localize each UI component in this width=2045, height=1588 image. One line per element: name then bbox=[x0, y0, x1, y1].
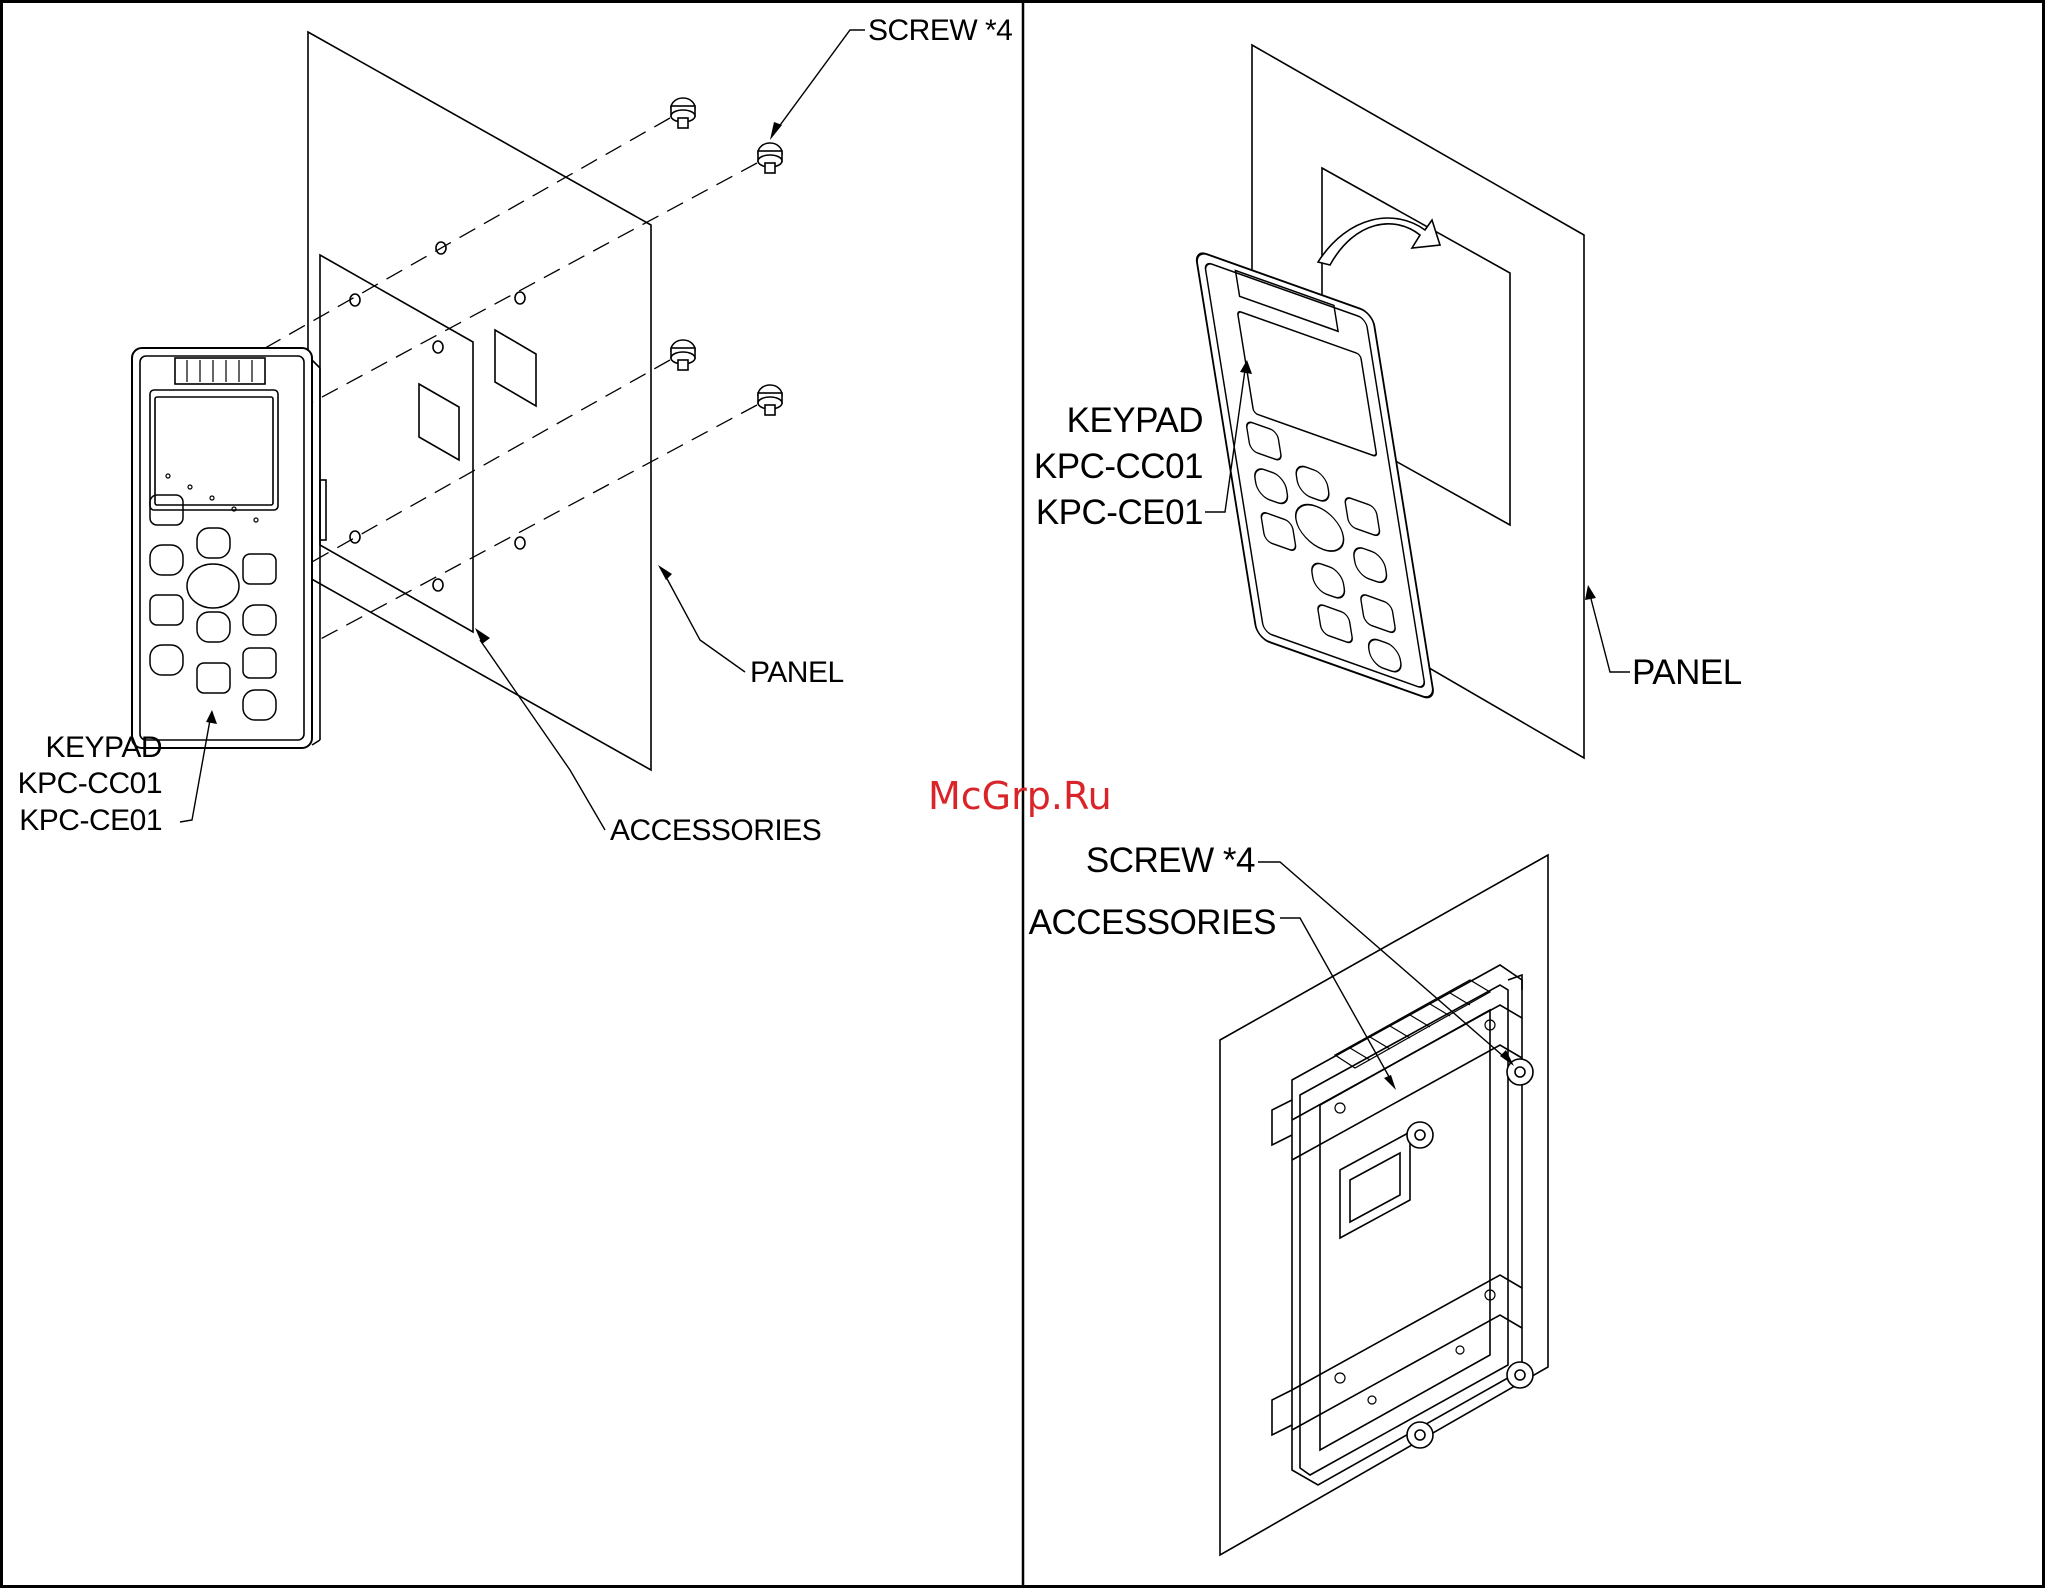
panel-leader bbox=[1590, 595, 1630, 672]
right-bottom-view bbox=[1220, 855, 1548, 1555]
left-accessories-label: ACCESSORIES bbox=[610, 814, 821, 847]
right-keypad-label-1: KEYPAD bbox=[1067, 401, 1203, 440]
left-keypad-label-2: KPC-CC01 bbox=[18, 767, 162, 800]
right-panel-label: PANEL bbox=[1632, 653, 1742, 692]
screw-icon bbox=[671, 98, 782, 415]
right-top-view bbox=[1195, 45, 1630, 758]
right-keypad-label-3: KPC-CE01 bbox=[1036, 493, 1203, 532]
right-accessories-label: ACCESSORIES bbox=[1029, 903, 1276, 942]
left-screw-label: SCREW *4 bbox=[868, 14, 1012, 47]
left-exploded-view bbox=[132, 30, 865, 830]
right-screw-label: SCREW *4 bbox=[1086, 841, 1255, 880]
left-panel-label: PANEL bbox=[750, 656, 844, 689]
right-keypad-label-2: KPC-CC01 bbox=[1034, 447, 1203, 486]
watermark: McGrp.Ru bbox=[928, 774, 1112, 818]
left-keypad-label-3: KPC-CE01 bbox=[19, 804, 162, 837]
keypad-front bbox=[132, 348, 326, 748]
arrowhead bbox=[1585, 585, 1596, 600]
left-keypad-label-1: KEYPAD bbox=[46, 731, 163, 764]
